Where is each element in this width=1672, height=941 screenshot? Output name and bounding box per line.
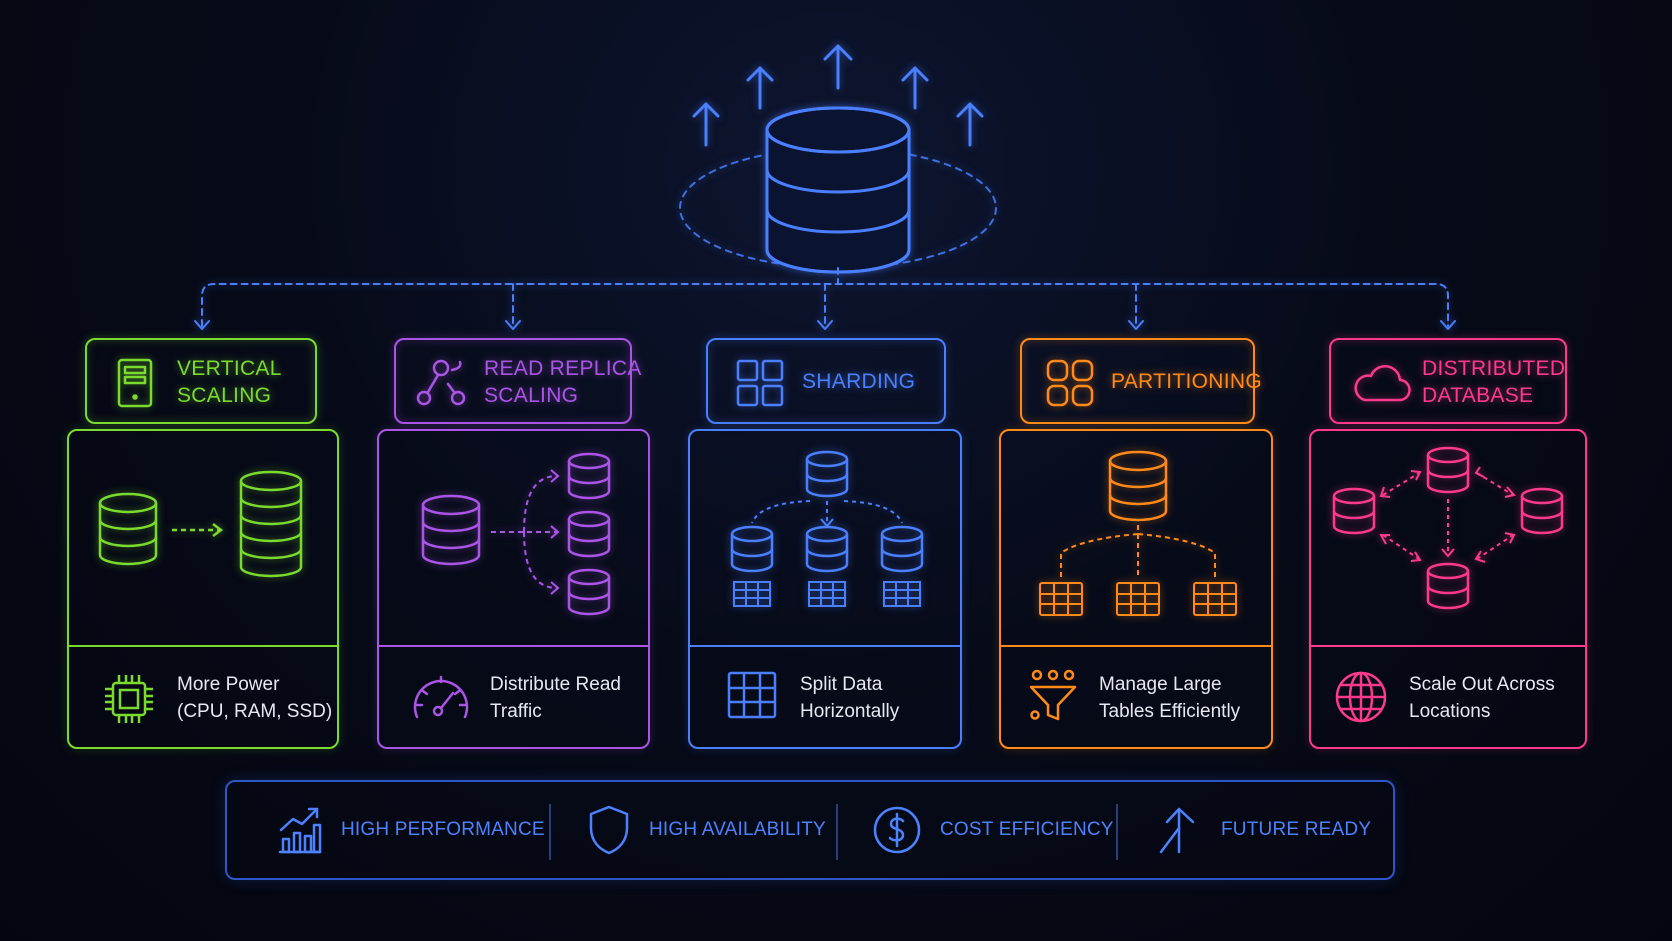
desc-line-2: Tables Efficiently xyxy=(1099,701,1241,722)
shard-split-lines xyxy=(751,500,903,524)
card-read-replica-scaling: Distribute Read Traffic xyxy=(377,429,650,749)
title-line-1: SHARDING xyxy=(802,370,916,393)
title-line-2: DATABASE xyxy=(1422,384,1534,407)
sharding-diagram xyxy=(730,450,924,607)
partition-table-icon xyxy=(1116,582,1160,616)
small-database-icon xyxy=(98,492,158,566)
title-line-1: DISTRIBUTED xyxy=(1422,357,1566,380)
database-stack-icon xyxy=(765,106,911,274)
desc-line-2: Locations xyxy=(1409,701,1491,722)
benefit-label: HIGH PERFORMANCE xyxy=(341,819,545,840)
node-database-icon xyxy=(1426,446,1470,494)
card-sharding: Split Data Horizontally xyxy=(688,429,962,749)
benefit-label: HIGH AVAILABILITY xyxy=(649,819,826,840)
benefits-bar: HIGH PERFORMANCE HIGH AVAILABILITY COST … xyxy=(225,780,1395,880)
speedometer-icon xyxy=(413,675,469,719)
node-database-icon xyxy=(1426,562,1470,610)
shard-table-icon xyxy=(733,581,771,607)
cloud-icon xyxy=(1354,365,1411,402)
replica-database-icon xyxy=(567,510,611,558)
title-partitioning: PARTITIONING xyxy=(1020,338,1262,424)
rounded-squares-icon xyxy=(1046,359,1094,407)
replica-database-icon xyxy=(567,452,611,500)
hub-graphic xyxy=(194,44,1456,330)
title-sharding: SHARDING xyxy=(706,338,946,424)
title-line-1: PARTITIONING xyxy=(1111,370,1262,393)
desc-line-2: Traffic xyxy=(490,701,542,722)
benefit-high-availability: HIGH AVAILABILITY xyxy=(587,782,826,878)
separator xyxy=(549,804,551,860)
partition-table-icon xyxy=(1039,582,1083,616)
replica-nodes-icon xyxy=(416,359,466,406)
desc-line-1: Split Data xyxy=(800,674,883,695)
distribution-connectors xyxy=(201,267,1449,327)
partition-lines xyxy=(1060,525,1216,579)
node-database-icon xyxy=(1520,487,1564,535)
title-line-1: VERTICAL xyxy=(177,357,282,380)
partitioning-diagram xyxy=(1039,450,1237,616)
grid-table-icon xyxy=(727,671,777,719)
four-squares-icon xyxy=(736,359,784,407)
desc-line-1: Distribute Read xyxy=(490,674,621,695)
title-read-replica-scaling: READ REPLICA SCALING xyxy=(394,338,641,424)
vertical-scaling-diagram xyxy=(98,470,303,578)
cpu-chip-icon xyxy=(105,675,153,723)
title-line-2: SCALING xyxy=(484,384,579,407)
separator xyxy=(1116,804,1118,860)
server-icon xyxy=(117,358,153,408)
funnel-icon xyxy=(1029,669,1077,721)
globe-icon xyxy=(1335,671,1387,723)
desc-line-1: Manage Large xyxy=(1099,674,1222,695)
desc-line-2: Horizontally xyxy=(800,701,900,722)
sync-arrows xyxy=(1382,472,1514,560)
benefit-label: FUTURE READY xyxy=(1221,819,1372,840)
source-database-icon xyxy=(805,450,849,498)
shield-icon xyxy=(589,805,629,855)
title-line-1: READ REPLICA xyxy=(484,357,642,380)
primary-database-icon xyxy=(421,494,481,566)
large-table-database-icon xyxy=(1108,450,1168,522)
title-distributed-database: DISTRIBUTED DATABASE xyxy=(1329,338,1567,424)
shard-database-icon xyxy=(730,525,774,573)
shard-database-icon xyxy=(805,525,849,573)
dollar-coin-icon xyxy=(873,806,921,854)
separator xyxy=(836,804,838,860)
desc-line-2: (CPU, RAM, SSD) xyxy=(177,701,333,722)
arrow-up-right-icon xyxy=(1159,807,1195,854)
shard-table-icon xyxy=(808,581,846,607)
shard-database-icon xyxy=(880,525,924,573)
bar-chart-trend-icon xyxy=(278,807,322,854)
replica-database-icon xyxy=(567,568,611,616)
large-database-icon xyxy=(239,470,303,578)
read-replica-diagram xyxy=(421,452,611,616)
benefit-future-ready: FUTURE READY xyxy=(1155,782,1371,878)
upward-arrows-icon xyxy=(692,44,984,147)
title-vertical-scaling: VERTICAL SCALING xyxy=(85,338,317,424)
shard-table-icon xyxy=(883,581,921,607)
desc-line-1: More Power xyxy=(177,674,280,695)
card-vertical-scaling: More Power (CPU, RAM, SSD) xyxy=(67,429,339,749)
benefit-label: COST EFFICIENCY xyxy=(940,819,1114,840)
card-partitioning: Manage Large Tables Efficiently xyxy=(999,429,1273,749)
distributed-database-diagram xyxy=(1332,446,1564,610)
partition-table-icon xyxy=(1193,582,1237,616)
benefit-high-performance: HIGH PERFORMANCE xyxy=(277,782,545,878)
node-database-icon xyxy=(1332,487,1376,535)
card-distributed-database: Scale Out Across Locations xyxy=(1309,429,1587,749)
desc-line-1: Scale Out Across xyxy=(1409,674,1555,695)
replication-arrows xyxy=(491,475,558,589)
title-line-2: SCALING xyxy=(177,384,272,407)
benefit-cost-efficiency: COST EFFICIENCY xyxy=(872,782,1114,878)
